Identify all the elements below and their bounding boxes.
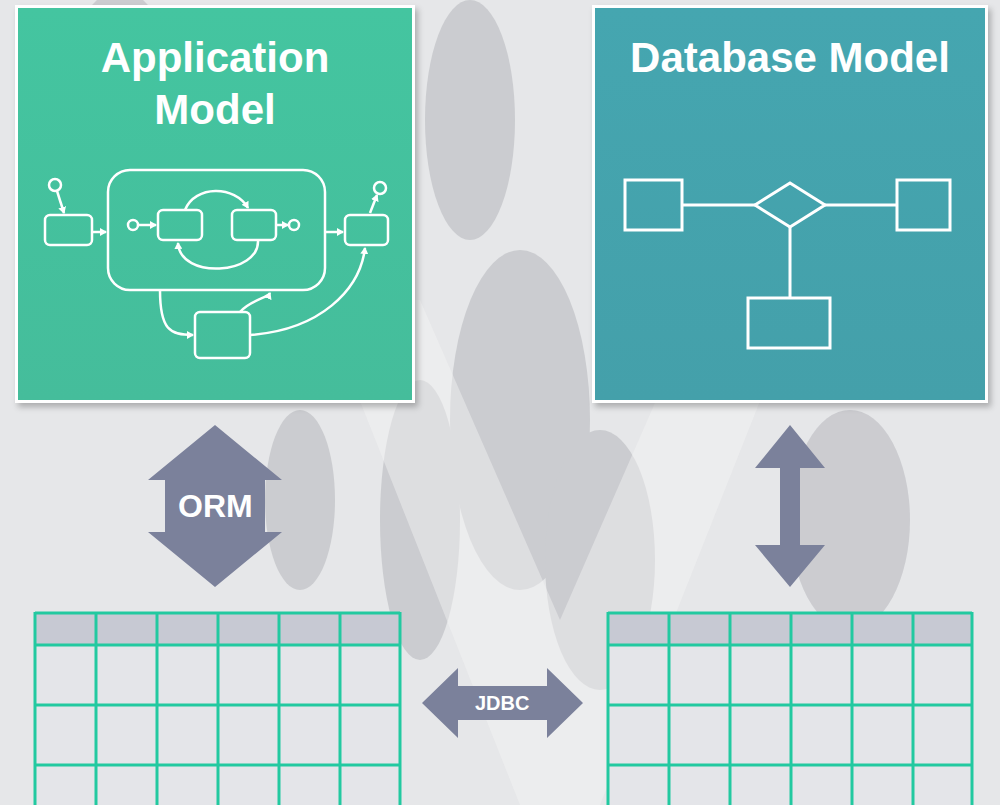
box-title: Application Model bbox=[35, 32, 395, 136]
left-table bbox=[35, 612, 400, 805]
arrow-label: JDBC bbox=[475, 692, 529, 715]
model-box: Application Model bbox=[15, 5, 415, 403]
db-double-arrow bbox=[755, 425, 825, 587]
jdbc-double-arrow bbox=[422, 668, 583, 738]
arrow-label: ORM bbox=[178, 488, 253, 525]
model-box: Database Model bbox=[592, 5, 988, 403]
right-table bbox=[608, 612, 972, 805]
orm-double-arrow bbox=[148, 425, 282, 587]
box-title: Database Model bbox=[610, 32, 970, 84]
